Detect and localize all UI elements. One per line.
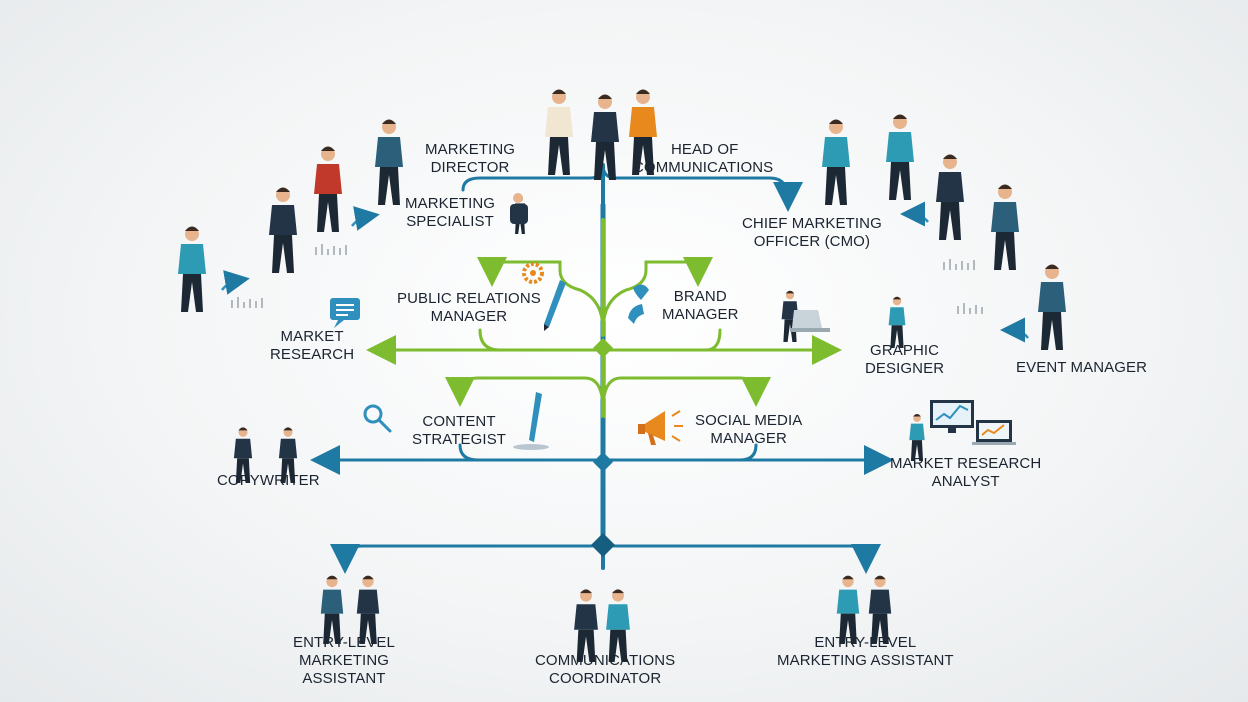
role-head-of-communications: HEAD OF COMMUNICATIONS — [633, 141, 774, 176]
person-figure — [936, 154, 964, 240]
person-figure — [822, 119, 850, 205]
magnifier-icon — [363, 404, 392, 433]
laptop-icon — [790, 310, 830, 332]
role-brand-manager: BRAND MANAGER — [662, 288, 739, 323]
role-event-manager: EVENT MANAGER — [1016, 359, 1148, 376]
tick-marks — [231, 244, 983, 314]
role-entry-level-right: ENTRY-LEVEL MARKETING ASSISTANT — [777, 634, 954, 669]
role-market-research: MARKET RESEARCH — [270, 328, 355, 363]
role-market-research-analyst: MARKET RESEARCH ANALYST — [890, 455, 1042, 490]
marketing-specialist-avatar — [510, 193, 528, 224]
megaphone-icon — [638, 410, 683, 445]
pen-icon — [513, 392, 549, 450]
branch-social — [601, 376, 771, 412]
role-cmo: CHIEF MARKETING OFFICER (CMO) — [742, 215, 882, 250]
role-public-relations-manager: PUBLIC RELATIONS MANAGER — [397, 290, 541, 325]
branch-pr — [477, 256, 605, 332]
chat-bubble-icon — [330, 298, 360, 328]
branch-entry-left — [330, 538, 605, 574]
person-figure — [269, 187, 297, 273]
line-chart-icon — [930, 400, 1016, 445]
role-copywriter: COPYWRITER — [217, 472, 320, 489]
role-marketing-director: MARKETING DIRECTOR — [425, 141, 516, 176]
person-figure — [886, 114, 914, 200]
person-figure — [314, 146, 342, 232]
junction-nodes — [591, 338, 615, 557]
brand-icon — [628, 284, 649, 324]
role-graphic-designer: GRAPHIC DESIGNER — [865, 342, 945, 377]
person-figure — [545, 89, 573, 175]
role-communications-coordinator: COMMUNICATIONS COORDINATOR — [535, 652, 676, 687]
person-figure — [991, 184, 1019, 270]
person-figure — [888, 296, 906, 348]
decor-arrows — [221, 201, 1029, 343]
pen-icon — [544, 280, 566, 331]
person-figure — [178, 226, 206, 312]
role-social-media-manager: SOCIAL MEDIA MANAGER — [695, 412, 803, 447]
gear-icon — [522, 262, 544, 284]
branch-content — [445, 376, 605, 412]
role-content-strategist: CONTENT STRATEGIST — [412, 413, 507, 448]
role-marketing-specialist: MARKETING SPECIALIST — [405, 195, 496, 230]
branch-brand — [601, 256, 713, 332]
person-figure — [375, 119, 403, 205]
role-entry-level-left: ENTRY-LEVEL MARKETING ASSISTANT — [293, 634, 395, 687]
branch-entry-right — [601, 538, 881, 574]
person-figure — [909, 413, 925, 461]
person-figure — [1038, 264, 1066, 350]
